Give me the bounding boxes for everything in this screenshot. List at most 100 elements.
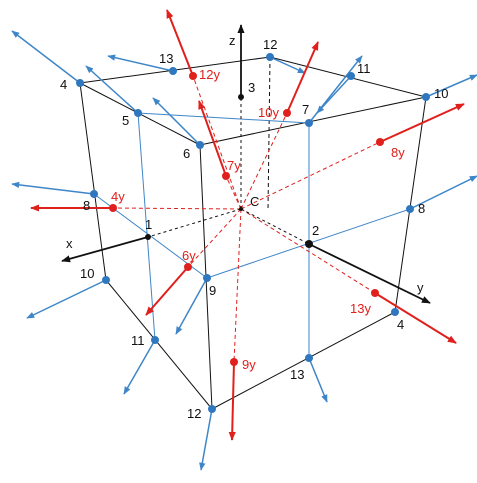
red-dash-9y [233, 208, 242, 363]
node-13-back-dot [169, 67, 177, 75]
blue-arrow-10-front [26, 279, 107, 319]
red-dash-4y [112, 207, 242, 210]
blue-arrow-7 [308, 55, 363, 124]
red-dash-6y [187, 208, 242, 268]
cube-hidden-edges [267, 56, 271, 211]
red-dot-13y [371, 289, 379, 297]
blue-arrow-5 [85, 65, 139, 114]
center-label: C [250, 194, 259, 209]
red-arrow-6y [145, 266, 189, 316]
blue-arrow-8-right [409, 175, 477, 210]
cube-edge-bottom-front [211, 311, 396, 410]
red-label-10y: 10y [258, 105, 279, 120]
blue-arrow-13-front [308, 357, 328, 403]
red-label-6y: 6y [182, 248, 196, 263]
center-dot [239, 207, 243, 211]
node-11-front-dot [151, 336, 159, 344]
blue-arrow-4-back [11, 30, 81, 84]
red-arrow-10y [286, 41, 319, 114]
red-dash-13y [240, 208, 376, 294]
node-6-dot [196, 141, 204, 149]
red-dot-8y [376, 138, 384, 146]
red-arrows [30, 9, 465, 441]
red-dash-7y [225, 175, 242, 210]
red-dash-12y [192, 75, 242, 210]
red-label-4y: 4y [111, 189, 125, 204]
blue-arrow-12-front [199, 408, 213, 471]
node-9-label: 9 [209, 283, 216, 298]
cube-edge-top-front [199, 96, 427, 146]
blue-arrows [11, 30, 477, 471]
face-point-1-dot [145, 234, 151, 240]
node-11-back-label: 11 [357, 61, 371, 76]
cube-hidden-edge-back-vertical [267, 56, 271, 211]
blue-arrow-6 [152, 97, 201, 146]
axis-y-arrow [308, 243, 431, 304]
red-arrow-13y [374, 292, 457, 344]
blue-arrow-10-back [425, 74, 477, 98]
blue-dots [76, 53, 430, 413]
blue-line-5-11 [137, 112, 156, 341]
cube-edge-right-vertical [394, 96, 427, 313]
face-point-3-label: 3 [248, 80, 255, 95]
blue-arrow-12-back [269, 56, 306, 74]
red-dot-6y [184, 263, 192, 271]
blue-line-5-7 [137, 112, 310, 124]
node-4-back-label: 4 [60, 77, 67, 92]
cube-edge-bottom-left [105, 279, 213, 410]
cube-edges [79, 56, 427, 410]
axis-x-label: x [66, 236, 73, 251]
red-label-13y: 13y [350, 301, 371, 316]
axis-z-label: z [229, 33, 236, 48]
axis-x-arrow [61, 236, 149, 263]
red-arrow-7y [198, 100, 227, 177]
labels: z x y C 1 2 3 4 13 12 11 10 5 6 7 8 8 9 … [60, 33, 448, 421]
node-5-label: 5 [122, 113, 129, 128]
node-12-front-label: 12 [187, 406, 201, 421]
red-arrow-12y [166, 9, 194, 77]
node-13-front-label: 13 [290, 367, 304, 382]
node-9-dot [203, 274, 211, 282]
red-arrow-8y [379, 103, 465, 143]
cube-edge-left-back [79, 82, 107, 281]
axis-y-label: y [417, 280, 424, 295]
face-point-3-dot [238, 94, 244, 100]
red-dot-10y [283, 109, 291, 117]
red-dashed-lines [112, 75, 381, 363]
red-dots [109, 72, 384, 366]
node-8-left-dot [90, 190, 98, 198]
red-dot-7y [222, 172, 230, 180]
node-11-front-label: 11 [131, 333, 145, 348]
red-dash-8y [240, 141, 381, 210]
node-5-dot [134, 109, 142, 117]
node-4-front-dot [391, 308, 399, 316]
blue-lines [93, 112, 411, 358]
face-point-2-label: 2 [312, 223, 319, 238]
node-10-front-label: 10 [80, 266, 94, 281]
blue-arrow-8-left [11, 181, 95, 195]
node-7-dot [305, 119, 313, 127]
node-10-back-dot [422, 93, 430, 101]
node-11-back-dot [347, 72, 355, 80]
red-label-12y: 12y [199, 67, 220, 82]
node-6-label: 6 [183, 146, 190, 161]
red-label-8y: 8y [391, 145, 405, 160]
face-point-1-label: 1 [145, 217, 152, 232]
node-13-front-dot [305, 354, 313, 362]
axis-dashed-lines [147, 97, 310, 245]
node-7-label: 7 [302, 102, 309, 117]
blue-arrow-11-front [123, 339, 156, 395]
black-dots [145, 94, 313, 248]
red-dash-10y [240, 112, 288, 210]
axes [61, 24, 431, 304]
node-4-front-label: 4 [397, 317, 404, 332]
red-dot-12y [189, 72, 197, 80]
face-point-2-dot [305, 240, 313, 248]
blue-arrow-9 [175, 277, 208, 335]
node-10-front-dot [102, 276, 110, 284]
red-label-9y: 9y [242, 357, 256, 372]
node-8-right-dot [406, 205, 414, 213]
node-8-right-label: 8 [418, 201, 425, 216]
node-13-back-label: 13 [159, 51, 173, 66]
